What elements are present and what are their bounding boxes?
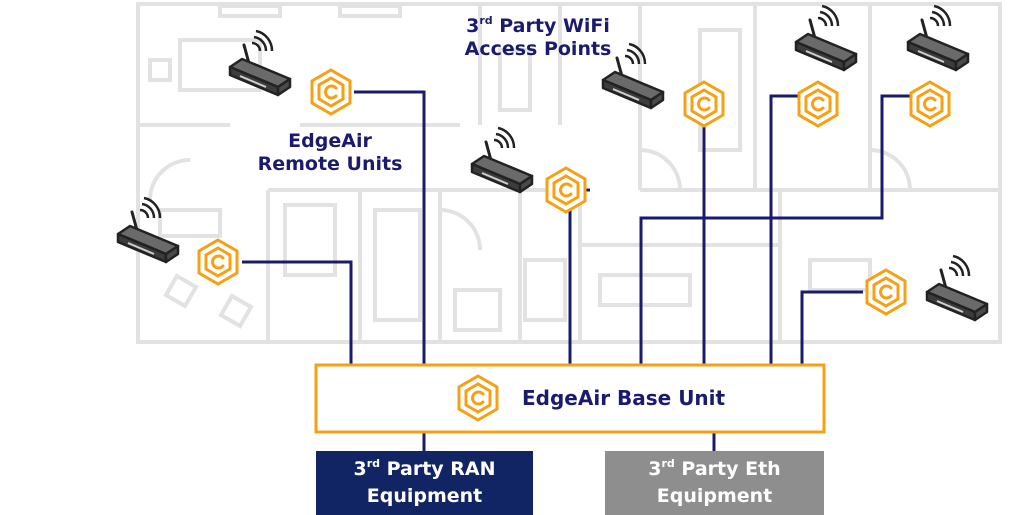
wifi-router-icon	[116, 196, 180, 264]
edgeair-logo-icon	[457, 374, 499, 422]
ran-equipment-label: 3rd Party RAN Equipment	[353, 457, 496, 507]
link-remote-7	[800, 290, 863, 365]
wifi-router-icon	[794, 4, 858, 72]
link-remote-2	[354, 90, 426, 365]
edgeair-logo-icon	[310, 68, 352, 116]
edgeair-remote-units-label: EdgeAir Remote Units	[257, 130, 403, 175]
ran-equipment-box	[316, 451, 533, 515]
edgeair-logo-icon	[545, 166, 587, 214]
edgeair-logo-icon	[197, 238, 239, 286]
eth-equipment-label: 3rd Party Eth Equipment	[648, 457, 781, 507]
edgeair-logo-icon	[909, 80, 951, 128]
wifi-router-icon	[470, 126, 534, 194]
edgeair-logo-icon	[683, 80, 725, 128]
link-remote-1	[242, 260, 353, 365]
wifi-access-points-label: 3rd Party WiFi Access Points	[464, 14, 612, 60]
base-unit-label: EdgeAir Base Unit	[522, 386, 726, 410]
edgeair-logo-icon	[797, 80, 839, 128]
link-remote-6	[639, 94, 932, 365]
edgeair-logo-icon	[865, 268, 907, 316]
eth-equipment-box	[605, 451, 824, 515]
wifi-router-icon	[906, 4, 970, 72]
wifi-router-icon	[925, 254, 989, 322]
floor-plan-background	[136, 2, 1002, 344]
base-unit-box	[314, 363, 826, 434]
